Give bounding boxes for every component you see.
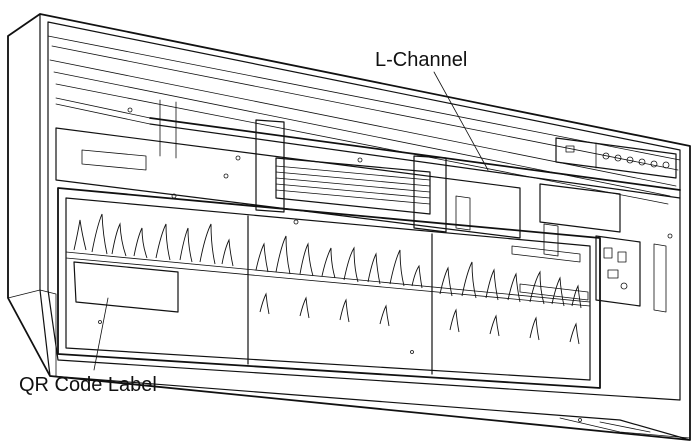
flame-panels xyxy=(57,187,601,389)
fasteners xyxy=(98,107,673,422)
l-channel xyxy=(55,97,681,199)
heater-assembly xyxy=(159,99,447,233)
inner-panel xyxy=(47,21,681,401)
qr-code-label-callout-label: QR Code Label xyxy=(19,374,157,396)
upper-panel xyxy=(55,127,589,301)
qr-label-callout: QR Code Label xyxy=(19,297,157,396)
outer-frame xyxy=(7,13,691,441)
l-channel-callout-label: L-Channel xyxy=(375,49,467,71)
circuit-board xyxy=(455,183,667,313)
control-panel xyxy=(555,137,677,179)
qr-code-label-panel xyxy=(73,261,179,313)
l-channel-callout: L-Channel xyxy=(375,49,489,171)
